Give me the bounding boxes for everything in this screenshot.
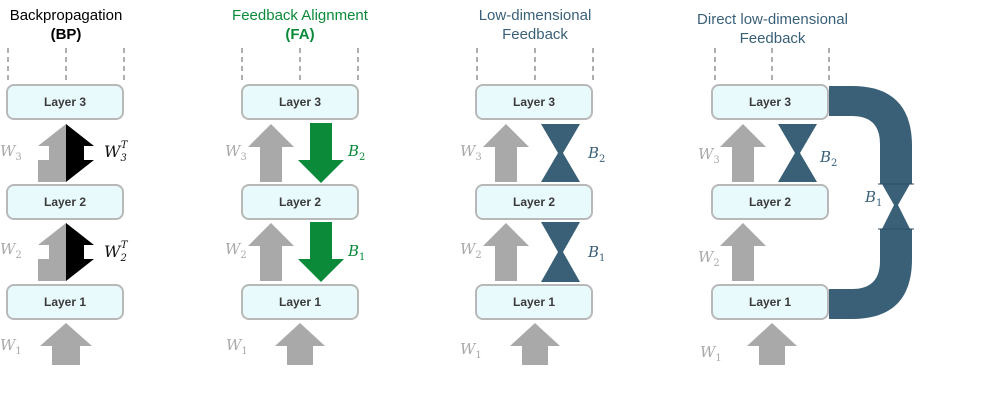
fa-w2-label: W2 (225, 240, 247, 261)
dld-layer-1: Layer 1 (711, 284, 829, 320)
bp-layer-2: Layer 2 (6, 184, 124, 220)
dashed-outputs (7, 48, 830, 84)
bp-w2t-label: W2T (104, 240, 128, 264)
dld-title-line1: Direct low-dimensional (697, 11, 848, 28)
dld-title: Direct low-dimensional Feedback (680, 10, 865, 48)
fa-layer-2: Layer 2 (241, 184, 359, 220)
ld-forward-arrows (483, 124, 560, 365)
ld-b1-label: B1 (588, 243, 606, 264)
dld-b2-label: B2 (820, 148, 838, 169)
dld-layer-2: Layer 2 (711, 184, 829, 220)
bp-title-name: Backpropagation (9, 7, 123, 24)
bp-w2-label: W2 (0, 240, 22, 261)
ld-b2-label: B2 (588, 144, 606, 165)
ld-title-line2: Feedback (502, 26, 568, 43)
ld-w1-label: W1 (460, 340, 482, 361)
dld-feedback-hourglass (778, 124, 817, 182)
dld-w3-label: W3 (698, 145, 720, 166)
dld-direct-feedback-loop (829, 86, 914, 319)
bp-w1-label: W1 (0, 336, 22, 357)
ld-layer-3: Layer 3 (475, 84, 593, 120)
dld-forward-arrows (720, 124, 797, 365)
ld-layer-2: Layer 2 (475, 184, 593, 220)
fa-layer-3: Layer 3 (241, 84, 359, 120)
fa-w1-label: W1 (226, 336, 248, 357)
fa-b1-label: B1 (348, 242, 366, 263)
ld-title: Low-dimensional Feedback (455, 6, 615, 44)
bp-w3t-label: W3T (104, 140, 128, 164)
dld-title-line2: Feedback (739, 30, 806, 47)
fa-forward-arrows (248, 124, 325, 365)
fa-title-name: Feedback Alignment (232, 7, 368, 24)
bp-w3-label: W3 (0, 142, 22, 163)
dld-layer-3: Layer 3 (711, 84, 829, 120)
bp-title-abbr: (BP) (50, 26, 82, 43)
ld-w3-label: W3 (460, 142, 482, 163)
fa-feedback-arrows (298, 123, 344, 282)
ld-feedback-hourglasses (541, 124, 580, 282)
ld-layer-1: Layer 1 (475, 284, 593, 320)
bp-layer-1: Layer 1 (6, 284, 124, 320)
ld-title-line1: Low-dimensional (478, 7, 592, 24)
dld-w1-label: W1 (700, 343, 722, 364)
fa-b2-label: B2 (348, 142, 366, 163)
dld-b1-label: B1 (865, 188, 883, 209)
bp-backward-arrows (66, 124, 94, 281)
dld-w2-label: W2 (698, 248, 720, 269)
fa-title: Feedback Alignment (FA) (210, 6, 390, 44)
bp-layer-3: Layer 3 (6, 84, 124, 120)
bp-forward-arrows (38, 124, 92, 365)
fa-title-abbr: (FA) (285, 26, 315, 43)
bp-title: Backpropagation (BP) (6, 6, 126, 44)
ld-w2-label: W2 (460, 240, 482, 261)
fa-w3-label: W3 (225, 142, 247, 163)
fa-layer-1: Layer 1 (241, 284, 359, 320)
